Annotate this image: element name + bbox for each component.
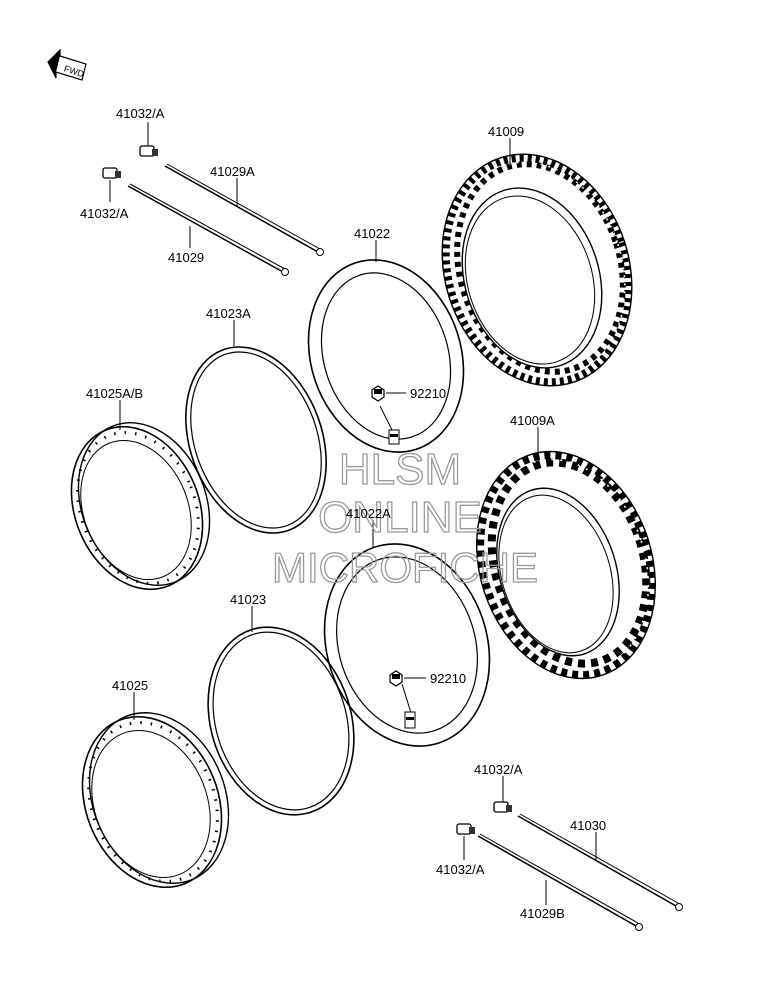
part-label-41023: 41023 <box>230 592 266 607</box>
nipple-icon <box>493 801 512 813</box>
part-label-41030: 41030 <box>570 818 606 833</box>
part-label-41009a: 41009A <box>510 413 555 428</box>
part-label-41025: 41025 <box>112 678 148 693</box>
rim-41025ab <box>70 422 211 591</box>
rim-band-41023a <box>185 346 327 534</box>
nipple-icon <box>139 145 158 157</box>
watermark-line-1: HLSM <box>339 445 461 494</box>
part-label-92210-2: 92210 <box>430 671 466 686</box>
valve-cap-icon <box>389 670 403 687</box>
part-label-41023a: 41023A <box>206 306 251 321</box>
watermark-line-2: ONLINE <box>318 493 482 542</box>
spoke-41029 <box>127 183 289 276</box>
fwd-arrow-icon: FWD <box>47 48 87 81</box>
rim-41025 <box>81 712 230 889</box>
nipple-icon <box>456 823 475 835</box>
part-label-41032a-3: 41032/A <box>474 762 523 777</box>
spoke-41029b <box>477 833 643 931</box>
tube-41022a <box>323 543 491 747</box>
part-label-41029a: 41029A <box>210 164 255 179</box>
spoke-41029a <box>164 163 324 256</box>
part-label-41022: 41022 <box>354 226 390 241</box>
watermark: HLSM ONLINE MICROFICHE <box>271 444 538 591</box>
part-label-41032a-2: 41032/A <box>80 206 129 221</box>
part-label-92210-1: 92210 <box>410 386 446 401</box>
watermark-line-3: MICROFICHE <box>272 544 538 591</box>
spoke-41030 <box>517 813 683 911</box>
rim-band-41023 <box>207 626 355 816</box>
leader-lines <box>109 122 597 905</box>
valve-cap-icon <box>371 385 385 402</box>
part-label-41032a-4: 41032/A <box>436 862 485 877</box>
nipple-icon <box>102 167 121 179</box>
part-label-41029: 41029 <box>168 250 204 265</box>
tube-41022 <box>307 259 465 453</box>
tire-41009 <box>441 153 633 387</box>
tire-41009a <box>475 450 657 680</box>
part-label-41022a: 41022A <box>346 506 391 521</box>
part-label-41009: 41009 <box>488 124 524 139</box>
part-label-41029b: 41029B <box>520 906 565 921</box>
part-label-41025ab: 41025A/B <box>86 386 143 401</box>
part-label-41032a-1: 41032/A <box>116 106 165 121</box>
